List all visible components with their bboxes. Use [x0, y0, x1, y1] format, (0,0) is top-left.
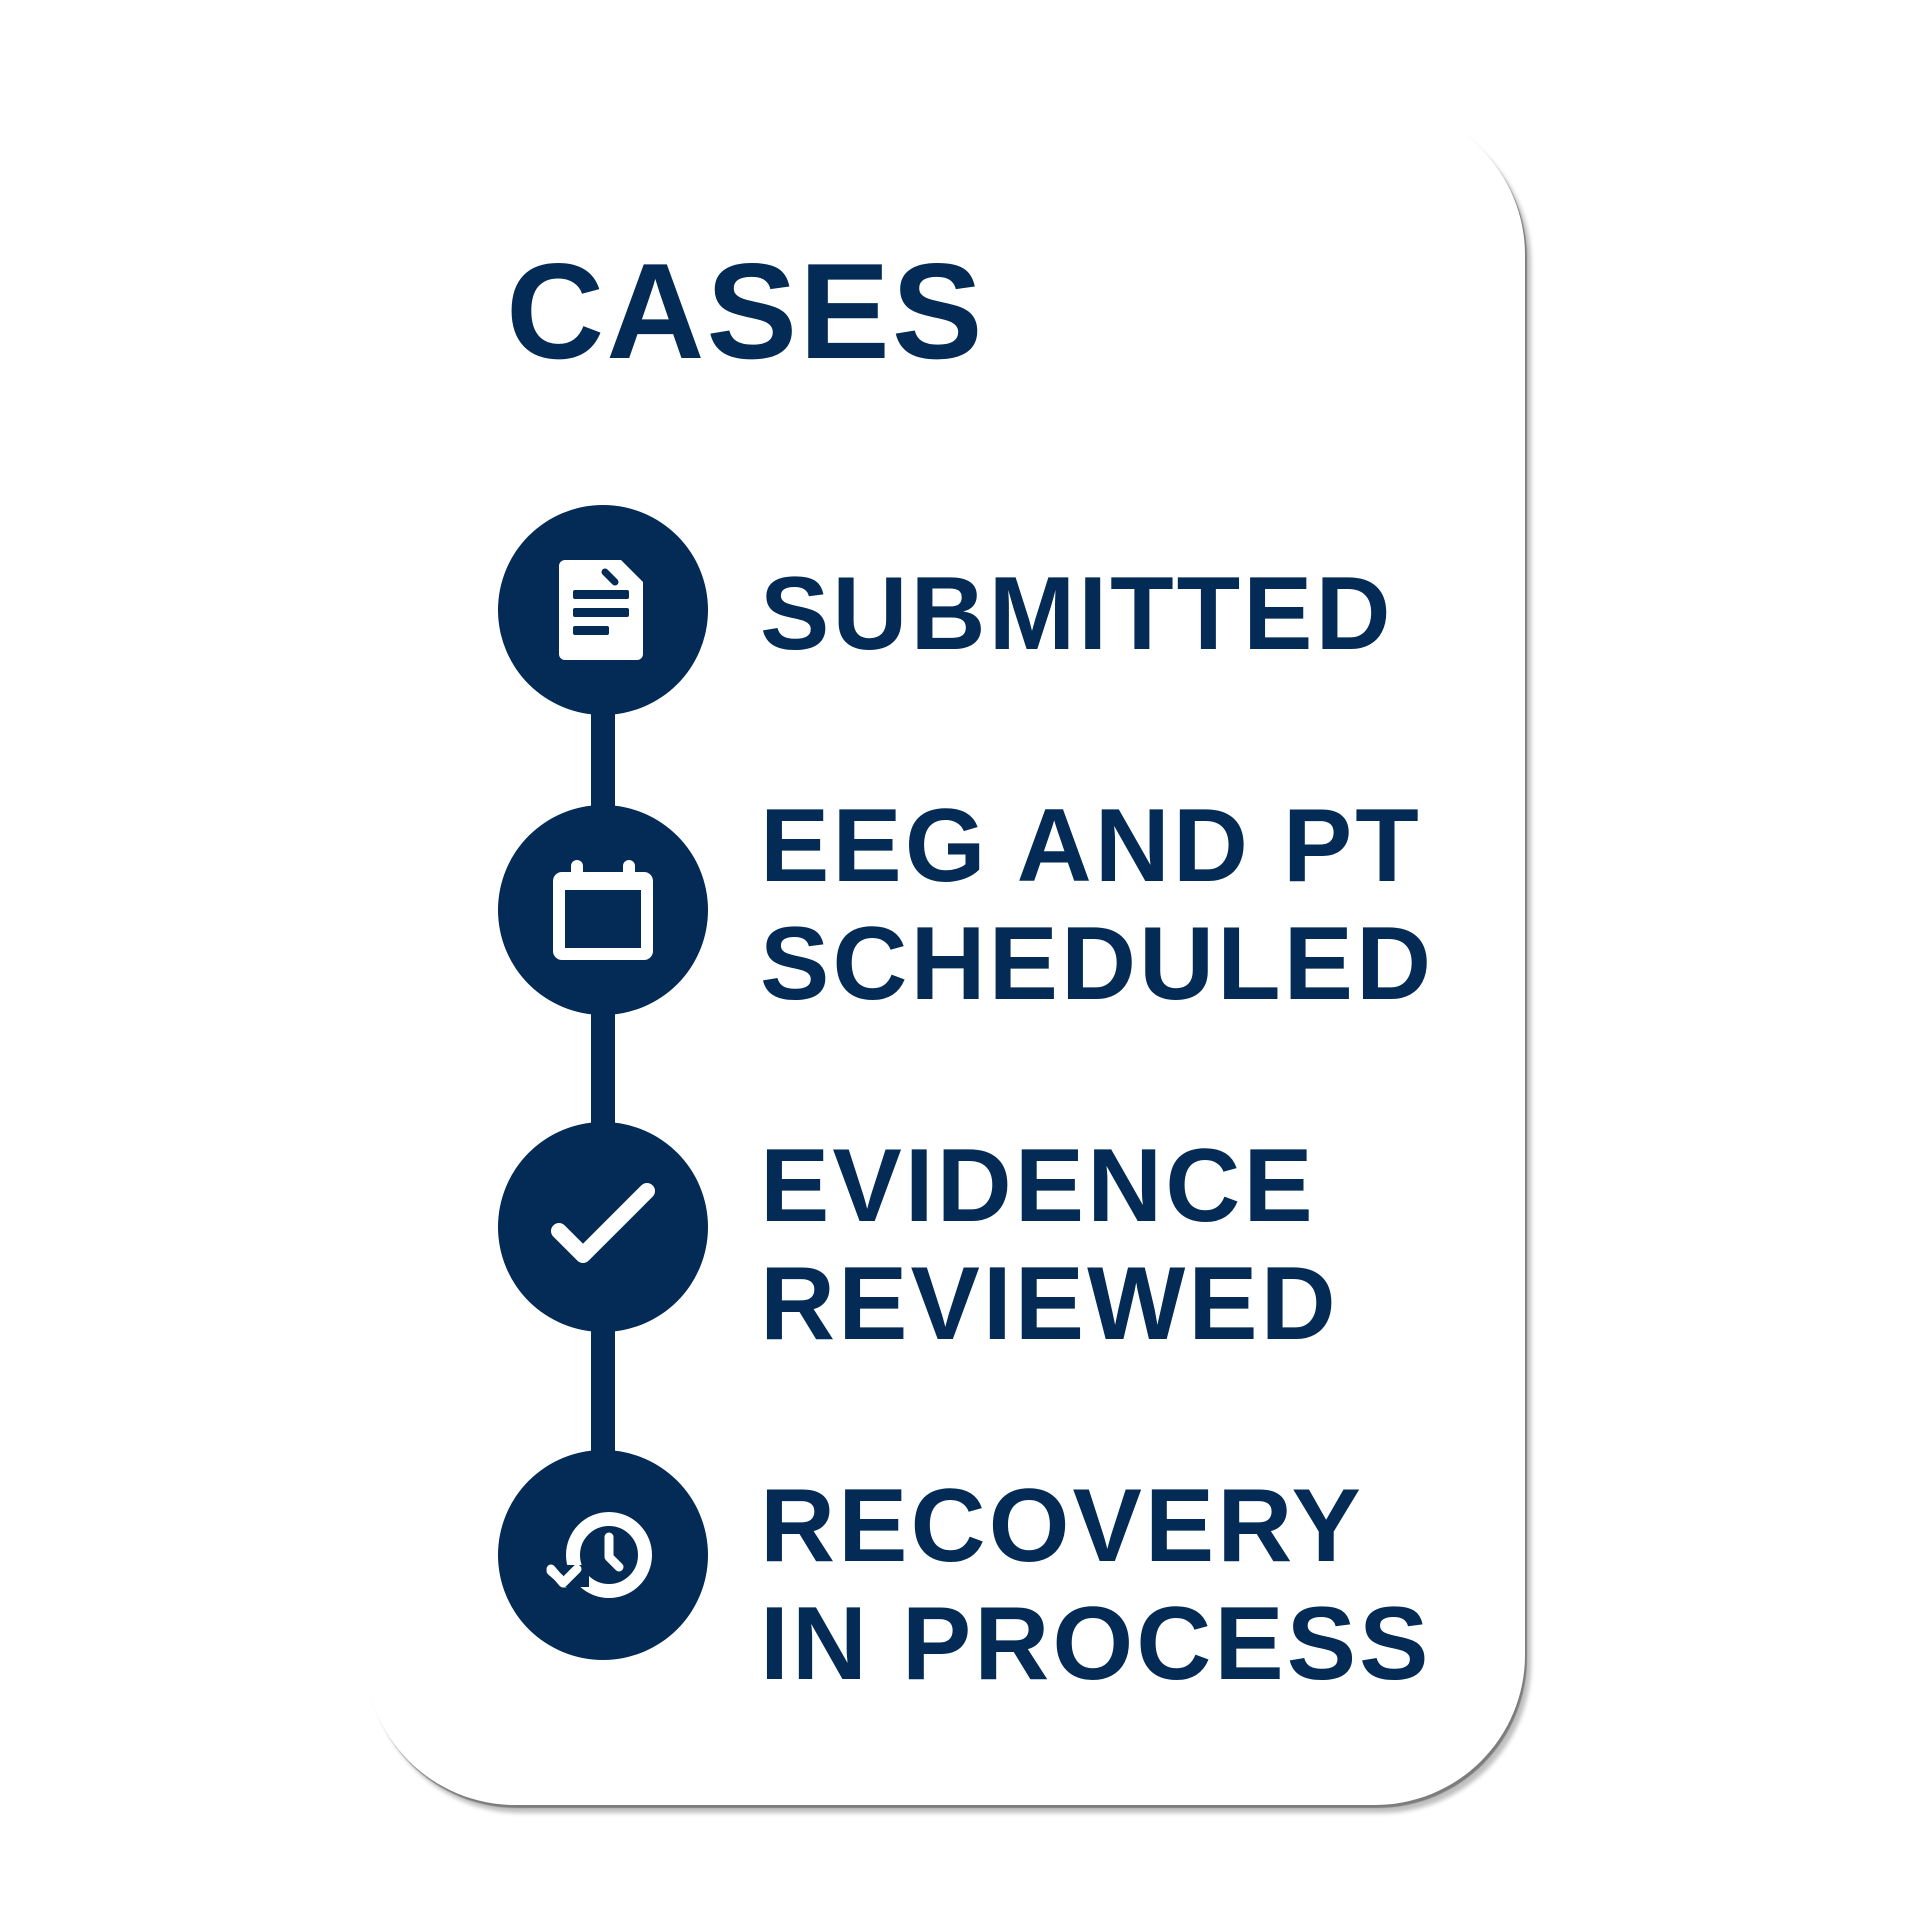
- checkmark-icon: [551, 1183, 655, 1263]
- step-scheduled-label: EEG AND PT SCHEDULED: [760, 788, 1435, 1022]
- step-scheduled-node: [498, 805, 708, 1015]
- page-title: CASES: [506, 235, 985, 387]
- timeline-connector: [591, 1320, 615, 1460]
- step-submitted-node: [498, 505, 708, 715]
- step-reviewed-label: EVIDENCE REVIEWED: [760, 1128, 1339, 1362]
- step-recovery-node: [498, 1450, 708, 1660]
- step-recovery-label: RECOVERY IN PROCESS: [760, 1468, 1432, 1702]
- timeline-connector: [591, 700, 615, 820]
- document-icon: [559, 560, 643, 660]
- recovery-clock-icon: [546, 1512, 652, 1598]
- step-submitted-label: SUBMITTED: [760, 556, 1394, 672]
- timeline-connector: [591, 1000, 615, 1140]
- calendar-icon: [553, 860, 653, 960]
- step-reviewed-node: [498, 1122, 708, 1332]
